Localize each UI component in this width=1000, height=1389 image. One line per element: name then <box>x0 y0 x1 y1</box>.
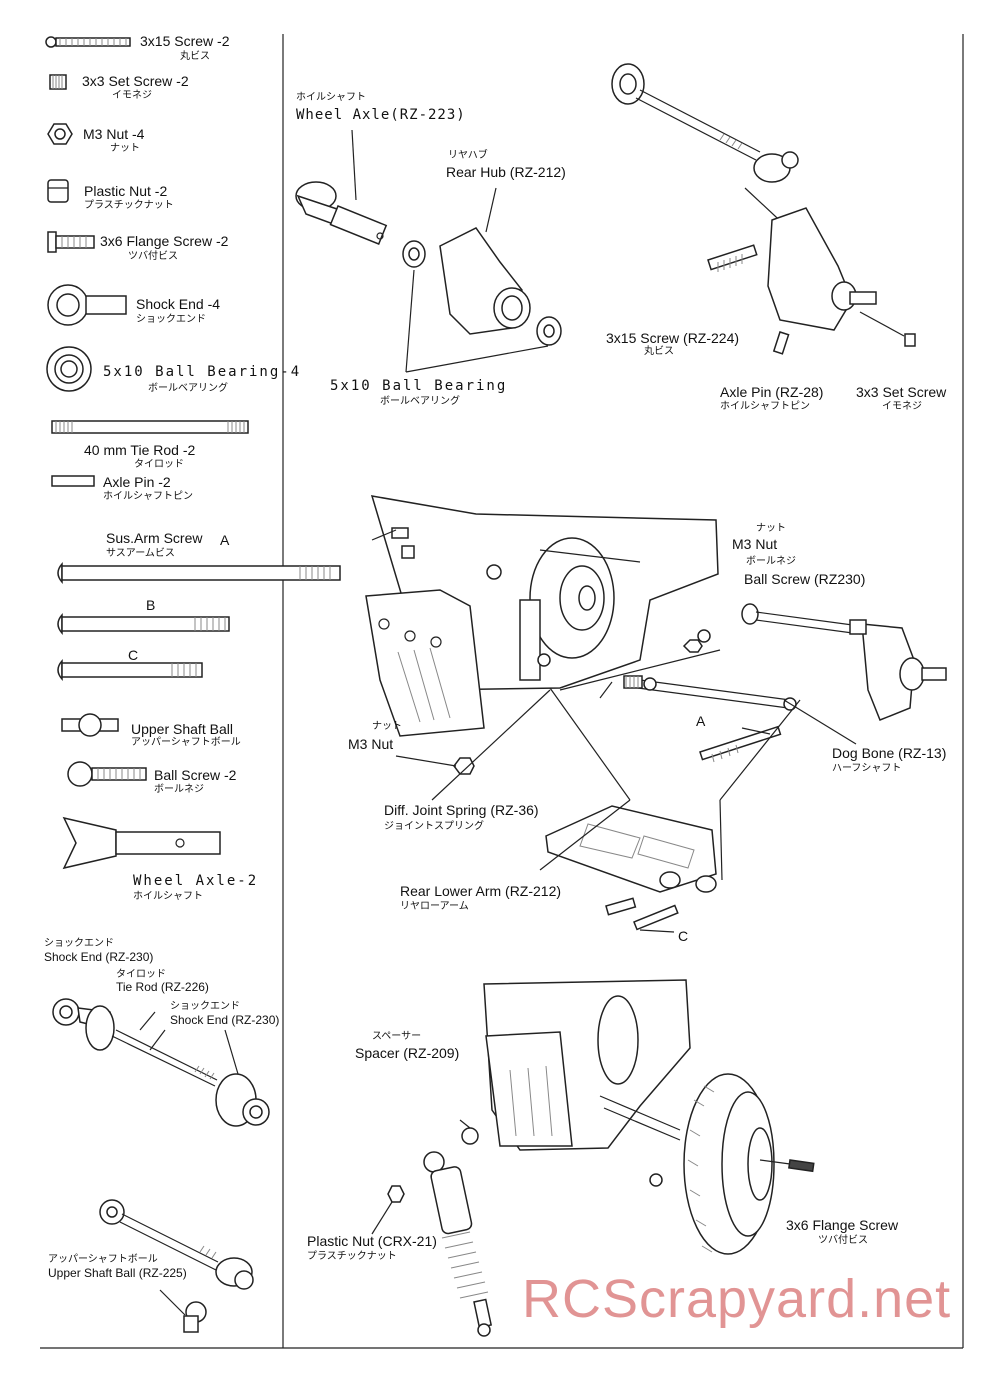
callout-en: M3 Nut <box>732 536 778 552</box>
callout-en: Ball Screw (RZ230) <box>744 571 866 587</box>
parts-label-jp: 丸ビス <box>180 51 210 62</box>
parts-label-en: 3x3 Set Screw -2 <box>82 73 189 89</box>
m3-nut-icon <box>47 123 73 145</box>
callout-en: M3 Nut <box>348 736 394 752</box>
tie-rod-hub-drawing <box>611 63 916 355</box>
callout-jp: ショックエンド <box>170 1001 240 1012</box>
parts-label-jp: タイロッド <box>134 459 184 470</box>
callout-jp: ボールベアリング <box>380 396 460 407</box>
callout-jp: タイロッド <box>116 969 166 980</box>
screw-letter: A <box>220 532 230 548</box>
parts-label-en: 3x15 Screw -2 <box>140 33 230 49</box>
callout-jp: ジョイントスプリング <box>384 821 484 832</box>
parts-label-jp: ボールベアリング <box>148 383 228 394</box>
callout-jp: リヤローアーム <box>400 901 469 912</box>
dog-bone-drawing <box>395 603 947 881</box>
callout-jp: ホイルシャフト <box>296 92 366 103</box>
parts-label-en: 5x10 Ball Bearing-4 <box>103 364 302 380</box>
plastic-nut-icon <box>47 179 69 203</box>
callout-en: 3x6 Flange Screw <box>786 1217 899 1233</box>
screw-letter: C <box>678 928 689 944</box>
parts-label-jp: ナット <box>110 143 140 154</box>
chassis-bottom-drawing <box>461 979 691 1187</box>
callout-jp: ナット <box>372 721 402 732</box>
callout-jp: ハーフシャフト <box>832 763 902 774</box>
parts-label-jp: プラスチックナット <box>84 200 174 211</box>
callout-en: Upper Shaft Ball (RZ-225) <box>48 1266 187 1280</box>
parts-label-en: 3x6 Flange Screw -2 <box>100 233 229 249</box>
screw-letter: B <box>146 597 156 613</box>
callout-jp: ツバ付ビス <box>818 1235 868 1246</box>
callout-en: Axle Pin (RZ-28) <box>720 384 824 400</box>
parts-label-en: Upper Shaft Ball <box>131 721 233 737</box>
set-screw-icon <box>49 74 67 90</box>
callout-en: Rear Hub (RZ-212) <box>446 164 566 180</box>
parts-label-en: Plastic Nut -2 <box>84 183 168 199</box>
callout-jp: ナット <box>756 523 786 534</box>
sus-arm-screw-c-icon <box>57 659 203 681</box>
callout-jp: スペーサー <box>372 1031 422 1042</box>
screw-letter: C <box>128 647 139 663</box>
callout-en: 5x10 Ball Bearing <box>330 378 508 394</box>
callout-en: Dog Bone (RZ-13) <box>832 745 947 761</box>
ball-bearing-icon <box>46 346 92 392</box>
parts-label-jp: ショックエンド <box>136 314 206 325</box>
callout-jp: 丸ビス <box>644 346 674 357</box>
parts-label-jp: ホイルシャフト <box>133 891 203 902</box>
callout-en: Shock End (RZ-230) <box>44 950 154 964</box>
suspension-arm-drawing <box>545 725 782 933</box>
chassis-rear-drawing <box>365 495 721 737</box>
parts-label-jp: ボールネジ <box>154 784 204 795</box>
parts-label-jp: サスアームビス <box>106 548 175 559</box>
shock-absorber-drawing <box>371 1119 493 1337</box>
callout-jp: ボールネジ <box>746 556 796 567</box>
parts-label-jp: ホイルシャフトピン <box>103 491 193 502</box>
callout-jp: ショックエンド <box>44 938 114 949</box>
wheel-drawing <box>683 1073 815 1255</box>
wheel-axle-drawing <box>295 129 388 245</box>
parts-label-jp: ツバ付ビス <box>128 251 178 262</box>
tie-rod-icon <box>51 420 249 434</box>
parts-label-jp: イモネジ <box>112 90 152 101</box>
wheel-axle-icon <box>62 816 221 870</box>
callout-en: Spacer (RZ-209) <box>355 1045 460 1061</box>
callout-en: Wheel Axle(RZ-223) <box>296 107 466 123</box>
callout-en: Tie Rod (RZ-226) <box>116 980 209 994</box>
screw-letter: A <box>696 713 706 729</box>
parts-label-en: Wheel Axle-2 <box>133 873 259 889</box>
callout-jp: リヤハブ <box>448 150 488 161</box>
callout-en: Rear Lower Arm (RZ-212) <box>400 883 562 899</box>
screw-3x15-icon <box>45 36 131 48</box>
ball-screw-icon <box>67 761 147 787</box>
tie-rod-assembly-drawing <box>52 998 270 1127</box>
parts-label-jp: アッパーシャフトボール <box>131 737 241 748</box>
watermark: RCScrapyard.net <box>522 1269 952 1329</box>
sus-arm-screw-a-icon <box>57 562 341 584</box>
callout-en: Shock End (RZ-230) <box>170 1013 280 1027</box>
callout-en: 3x3 Set Screw <box>856 384 947 400</box>
upper-shaft-ball-assembly-drawing <box>99 1199 254 1333</box>
flange-screw-icon <box>47 231 95 253</box>
callout-jp: アッパーシャフトボール <box>48 1254 158 1265</box>
callout-jp: イモネジ <box>882 401 922 412</box>
callout-jp: プラスチックナット <box>307 1251 397 1262</box>
axle-pin-icon <box>51 475 95 487</box>
sus-arm-screw-b-icon <box>57 613 230 635</box>
upper-shaft-ball-icon <box>61 713 119 737</box>
bearing-hub-drawing <box>402 187 562 373</box>
callout-en: Plastic Nut (CRX-21) <box>307 1233 437 1249</box>
parts-label-en: Sus.Arm Screw <box>106 530 203 546</box>
callout-jp: ホイルシャフトピン <box>720 401 810 412</box>
callout-en: 3x15 Screw (RZ-224) <box>606 330 740 346</box>
parts-label-en: Shock End -4 <box>136 296 221 312</box>
parts-label-en: M3 Nut -4 <box>83 126 145 142</box>
shock-end-icon <box>47 284 127 326</box>
parts-label-en: Axle Pin -2 <box>103 474 171 490</box>
parts-label-en: 40 mm Tie Rod -2 <box>84 442 196 458</box>
parts-label-en: Ball Screw -2 <box>154 767 237 783</box>
callout-en: Diff. Joint Spring (RZ-36) <box>384 802 539 818</box>
